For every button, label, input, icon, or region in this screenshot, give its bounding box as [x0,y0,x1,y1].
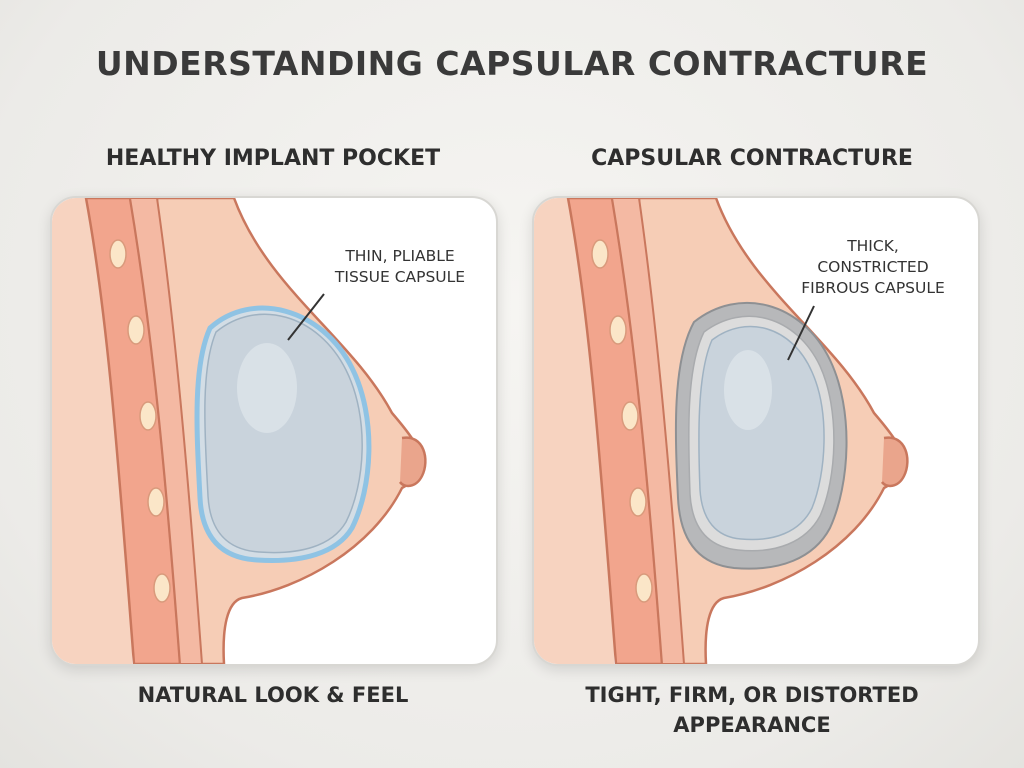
fat-cell [609,315,627,345]
panel-heading-healthy: HEALTHY IMPLANT POCKET [105,146,441,171]
rib-band [128,198,204,664]
fat-cell [109,239,127,269]
healthy-illustration [52,198,427,664]
callout-leader-healthy [287,293,325,341]
implant-highlight [237,343,297,433]
fat-cell [139,401,157,431]
fat-cell [591,239,609,269]
nipple [880,436,909,488]
fat-cell [153,573,171,603]
callout-thin-capsule: THIN, PLIABLE TISSUE CAPSULE [334,247,466,286]
fat-cell [147,487,165,517]
callout-leader-contracture [787,305,815,361]
panel-contracture: THICK, CONSTRICTED FIBROUS CAPSULE [532,196,980,666]
fat-cell [635,573,653,603]
contracture-illustration [534,198,909,664]
fat-cells [109,239,171,603]
fat-cell [629,487,647,517]
panel-healthy: THIN, PLIABLE TISSUE CAPSULE [50,196,498,666]
panel-heading-contracture: CAPSULAR CONTRACTURE [591,146,913,171]
caption-healthy: NATURAL LOOK & FEEL [137,683,409,707]
nipple [398,436,427,488]
fat-cells [591,239,653,603]
caption-contracture: TIGHT, FIRM, OR DISTORTED APPEARANCE [585,683,919,737]
implant-highlight [724,350,772,430]
fat-cell [127,315,145,345]
fat-cell [621,401,639,431]
diagram-title: UNDERSTANDING CAPSULAR CONTRACTURE [95,44,929,83]
callout-thick-capsule: THICK, CONSTRICTED FIBROUS CAPSULE [801,237,945,297]
rib-band [610,198,686,664]
